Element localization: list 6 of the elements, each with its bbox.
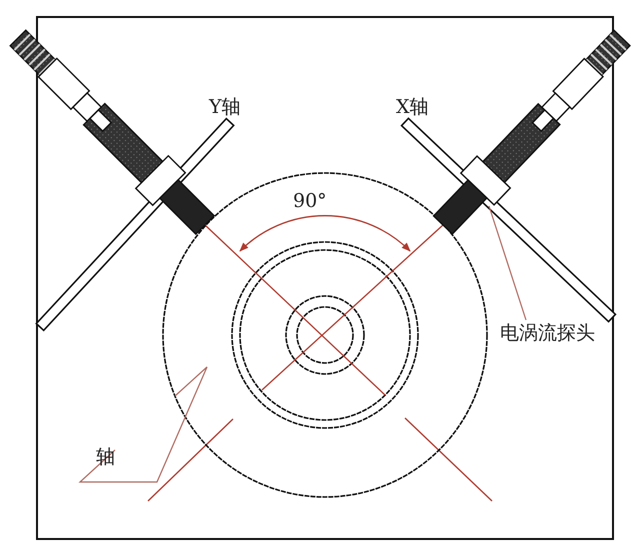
- leader-line: [78, 366, 208, 483]
- axis-label: Y轴: [209, 96, 241, 118]
- angle-label: 90°: [293, 190, 327, 212]
- axis-label: X轴: [396, 96, 429, 118]
- leader-line: [488, 206, 527, 320]
- callout-label: 电涡流探头: [500, 322, 595, 344]
